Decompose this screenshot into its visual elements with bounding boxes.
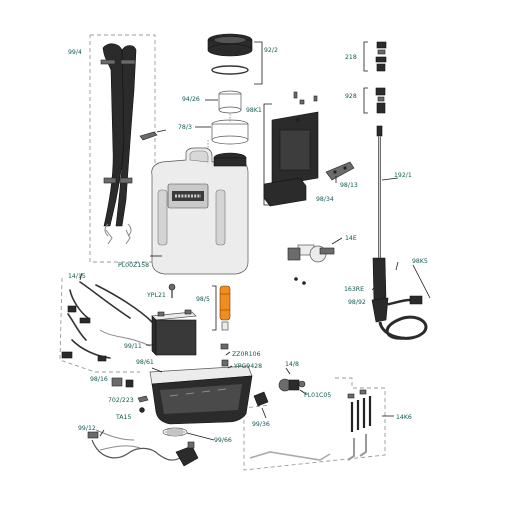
label-pl00z158: PL00Z158 <box>118 262 149 269</box>
nozzle-parts <box>363 41 387 114</box>
label-98k5: 98K5 <box>412 258 428 265</box>
leader-lines <box>99 255 375 437</box>
label-78-3: 78/3 <box>178 124 192 131</box>
label-92-2: 92/2 <box>264 47 278 54</box>
battery <box>146 309 197 356</box>
label-ypg9428: YPG9428 <box>233 363 262 370</box>
diaphragm-pump <box>287 237 343 285</box>
label-218: 218 <box>345 54 357 61</box>
label-702-223: 702/223 <box>108 397 134 404</box>
label-ypl21: YPL21 <box>146 292 166 299</box>
label-99-11: 99/11 <box>124 343 142 350</box>
shoulder-straps <box>100 43 137 245</box>
filter-basket <box>195 90 249 165</box>
label-98-5: 98/5 <box>196 296 210 303</box>
charger <box>87 429 199 467</box>
label-98-92: 98/92 <box>348 299 366 306</box>
strap-buckle <box>139 129 167 141</box>
lid-seal-ring <box>211 65 249 75</box>
label-98-16: 98/16 <box>90 376 108 383</box>
label-163re: 163RE <box>344 286 364 293</box>
label-zz0r106: ZZ0R106 <box>232 351 261 358</box>
wires-group-outline <box>59 277 140 373</box>
label-98-13: 98/13 <box>340 182 358 189</box>
fuse-holder <box>212 285 231 367</box>
label-99-66: 99/66 <box>214 437 232 444</box>
label-ta15: TA15 <box>115 414 131 421</box>
label-99-12: 99/12 <box>78 425 96 432</box>
group-outlines <box>59 34 386 471</box>
wiring-harness <box>61 272 153 362</box>
label-192-1: 192/1 <box>394 172 412 179</box>
label-98k1: 98K1 <box>246 107 262 114</box>
label-94-26: 94/26 <box>182 96 200 103</box>
label-14k6: 14K6 <box>396 414 412 421</box>
spray-lance <box>376 125 399 258</box>
straps-group-box <box>89 34 156 263</box>
lance-kit-group-outline <box>243 377 386 471</box>
label-928: 928 <box>345 93 357 100</box>
filter-screen <box>162 427 215 441</box>
handle-and-hose <box>371 257 431 340</box>
switch-parts <box>111 377 149 413</box>
label-98-61: 98/61 <box>136 359 154 366</box>
label-14-8: 14/8 <box>285 361 299 368</box>
bolt-ypl21 <box>168 283 176 298</box>
tank-lid <box>207 33 263 85</box>
battery-housing <box>149 365 253 425</box>
label-14-15: 14/15 <box>68 273 86 280</box>
label-98-34: 98/34 <box>316 196 334 203</box>
label-99-4: 99/4 <box>68 49 82 56</box>
pump-bracket <box>263 91 355 207</box>
label-14e: 14E <box>345 235 357 242</box>
part-labels: 99/4 92/2 218 928 94/26 98K1 78/3 98/13 … <box>68 47 428 444</box>
label-99-36: 99/36 <box>252 421 270 428</box>
spray-tank <box>151 147 249 275</box>
hose-connectors <box>253 367 307 419</box>
extension-kit <box>249 389 394 461</box>
label-pl01c05: PL01C05 <box>304 392 331 399</box>
